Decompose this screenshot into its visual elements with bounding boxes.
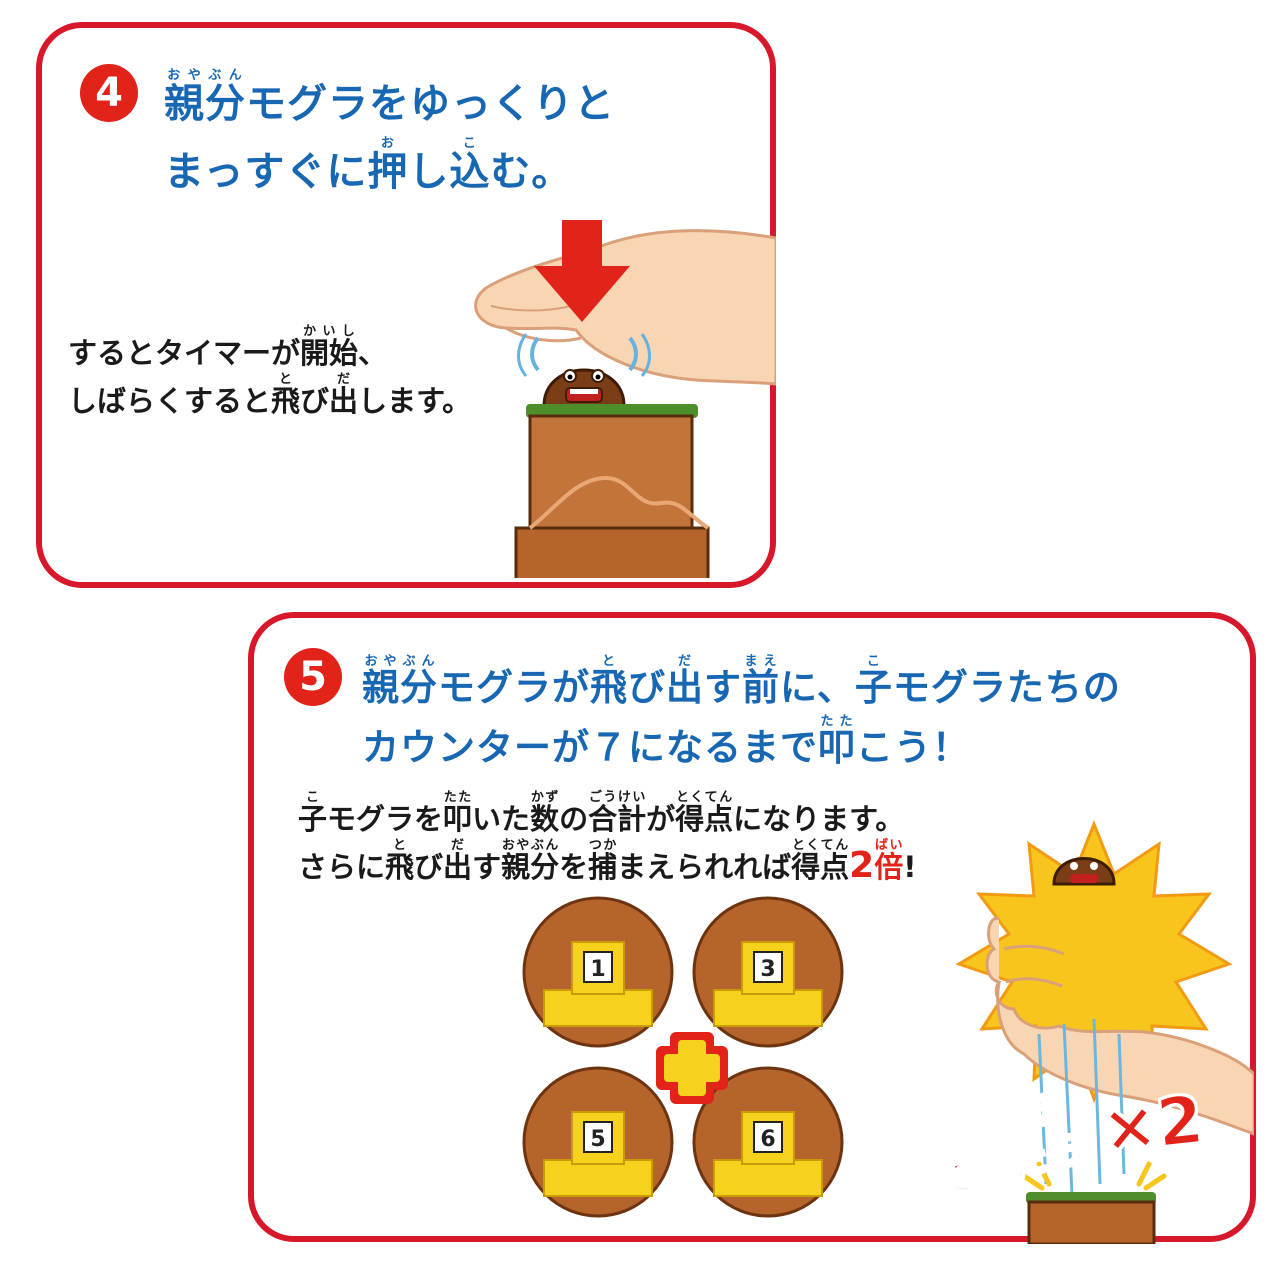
step4-heading-line2: まっすぐに押おし込こむ。 (164, 136, 573, 195)
step4-body-line2: しばらくすると飛とび出だします。 (68, 372, 472, 418)
step4-heading-line1: 親分おやぶんモグラをゆっくりと (164, 68, 615, 127)
counter-area: 6 5 3 1 (522, 896, 844, 1218)
counter-value: 3 (760, 957, 775, 982)
down-arrow-icon (534, 220, 630, 322)
counter-value: 6 (760, 1127, 775, 1152)
fist-illustration (985, 916, 1254, 1136)
multiplier-label: ×2 (1097, 1080, 1208, 1169)
step5-panel: 5 親分おやぶんモグラが飛とび出だす前まえに、子こモグラたちの カウンターが７に… (248, 612, 1256, 1244)
plus-icon (656, 1032, 728, 1104)
step4-illustration (474, 220, 776, 578)
burst-icon (955, 819, 1233, 1104)
counter-value: 5 (590, 1127, 605, 1152)
catch-illustration (955, 819, 1254, 1244)
hand-illustration (474, 229, 776, 386)
step4-body-line1: するとタイマーが開始かいし、 (68, 324, 388, 370)
boss-mole-icon (1052, 857, 1116, 886)
step4-number-badge: 4 (80, 64, 138, 122)
step5-body-line1: 子こモグラを叩たたいた数かずの合計ごうけいが得点とくてんになります。 (298, 790, 905, 836)
counter-token-6: 6 (692, 1066, 844, 1218)
counter-token-1: 1 (522, 896, 674, 1048)
step4-panel: 4 親分おやぶんモグラをゆっくりと まっすぐに押おし込こむ。 するとタイマーが開… (36, 22, 776, 588)
counter-value: 1 (590, 957, 605, 982)
step5-number-badge: 5 (284, 648, 342, 706)
step5-heading-line2: カウンターが７になるまで叩たたこう！ (362, 714, 970, 769)
counter-token-3: 3 (692, 896, 844, 1048)
boss-mole-icon (542, 368, 626, 408)
step5-heading-line1: 親分おやぶんモグラが飛とび出だす前まえに、子こモグラたちの (362, 654, 1121, 709)
counter-token-5: 5 (522, 1066, 674, 1218)
mole-tower (1027, 1200, 1156, 1244)
